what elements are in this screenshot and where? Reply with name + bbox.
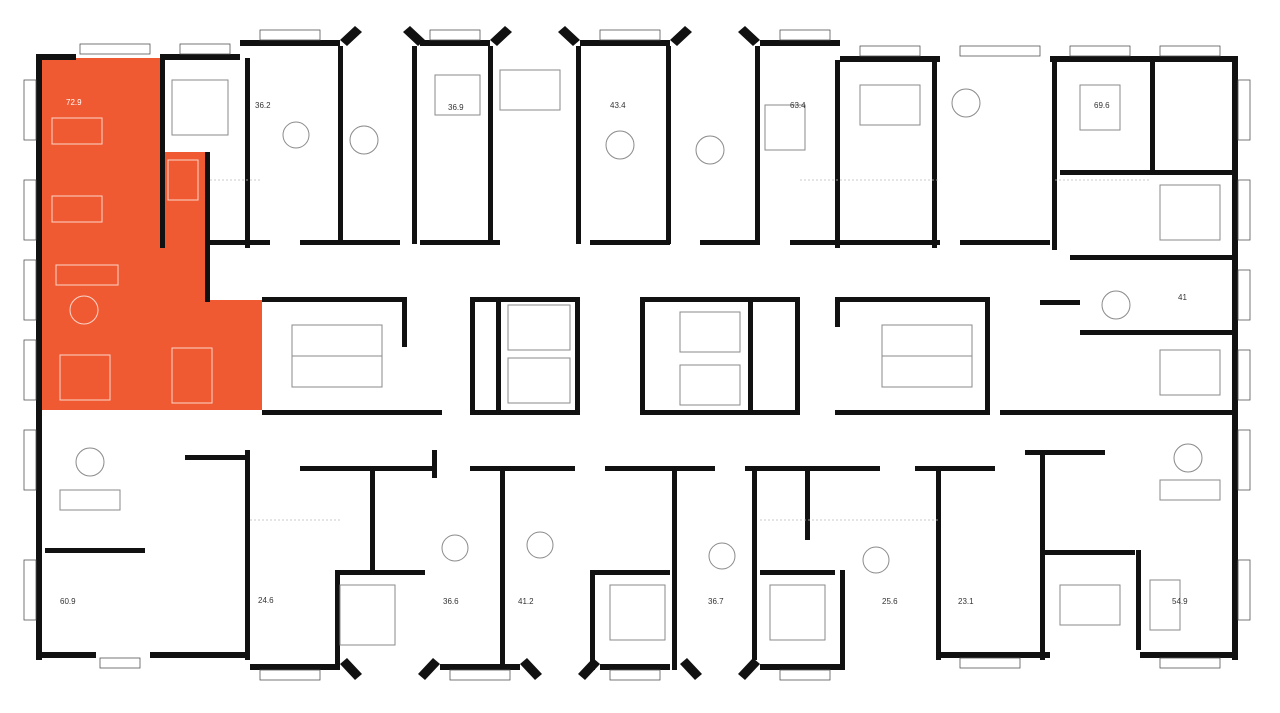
unit-labels: 72.9 36.2 36.9 43.4 63.4 69.6 41 60.9 24… <box>60 98 1188 606</box>
furniture <box>51 69 1221 646</box>
unit-area-label: 25.6 <box>882 597 898 606</box>
unit-area-label: 24.6 <box>258 596 274 605</box>
outer-walls <box>36 26 1238 680</box>
interior-walls <box>45 46 1238 670</box>
unit-area-label: 54.9 <box>1172 597 1188 606</box>
unit-area-label: 36.9 <box>448 103 464 112</box>
unit-area-label: 60.9 <box>60 597 76 606</box>
unit-area-label: 63.4 <box>790 101 806 110</box>
unit-area-label: 36.7 <box>708 597 724 606</box>
unit-area-label: 36.6 <box>443 597 459 606</box>
corridor-guides <box>210 179 1150 521</box>
unit-area-label: 72.9 <box>66 98 82 107</box>
unit-area-label: 43.4 <box>610 101 626 110</box>
stairs <box>291 304 973 406</box>
unit-area-label: 41 <box>1178 293 1187 302</box>
unit-area-label: 23.1 <box>958 597 974 606</box>
highlighted-unit[interactable] <box>40 58 262 410</box>
unit-area-label: 41.2 <box>518 597 534 606</box>
windows <box>23 29 1251 681</box>
unit-area-label: 69.6 <box>1094 101 1110 110</box>
unit-area-label: 36.2 <box>255 101 271 110</box>
